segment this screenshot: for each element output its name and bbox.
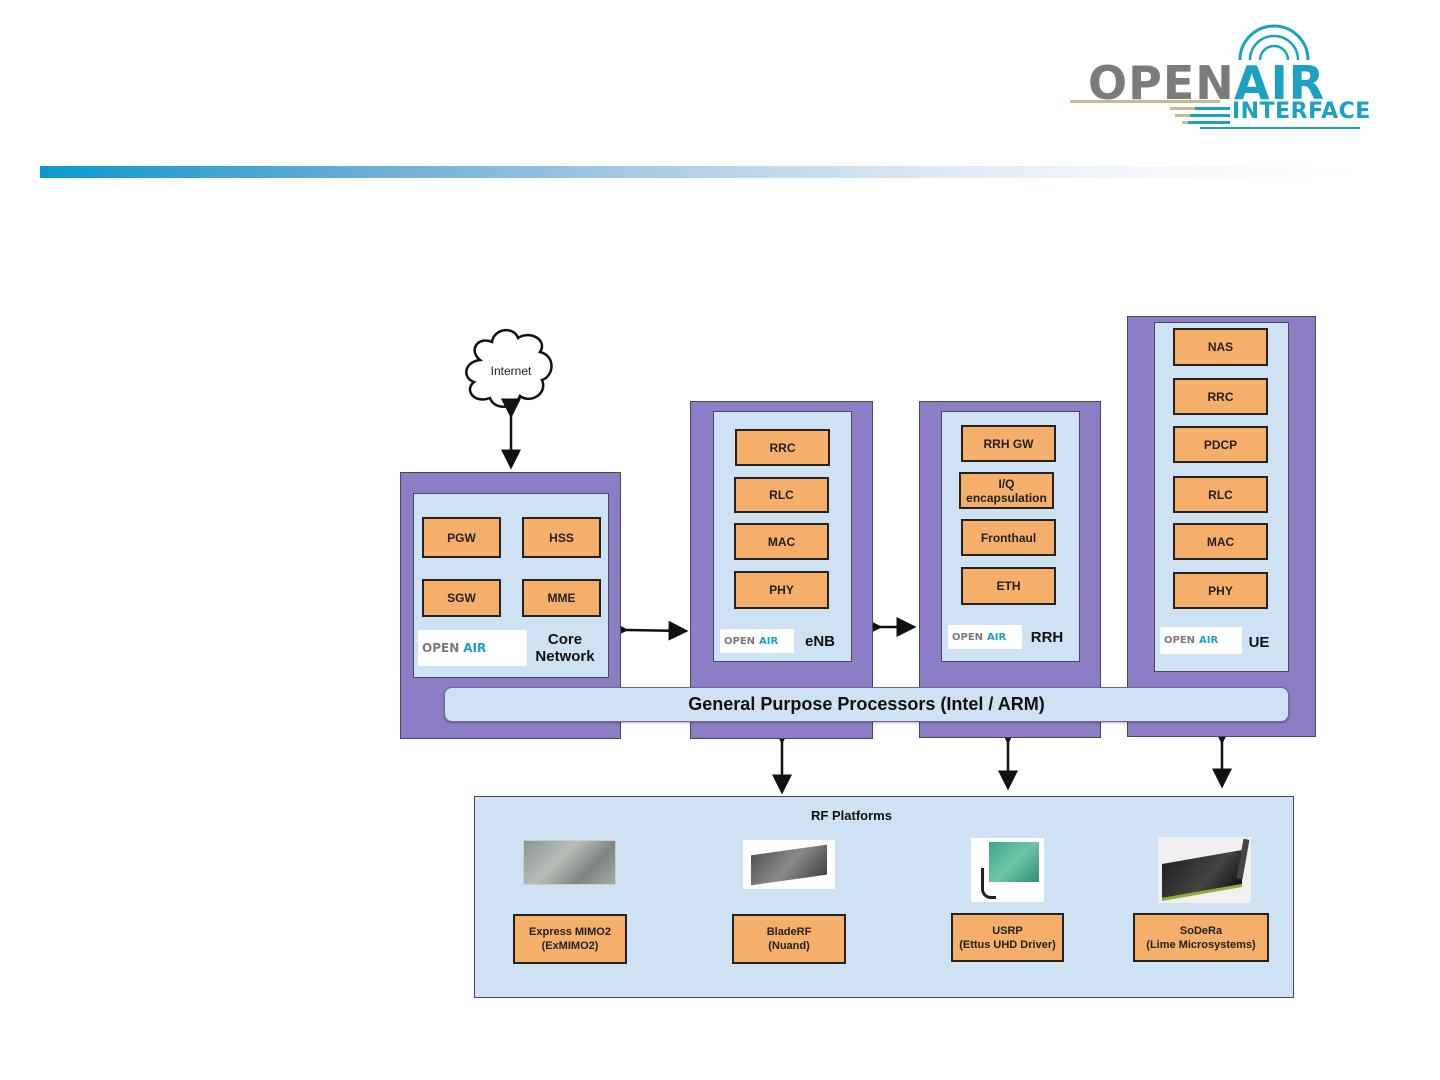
internet-cloud-icon [465,329,553,408]
logo-air-text: AIR [1234,56,1326,110]
mini-logo-air: AIR [1199,635,1219,646]
ue-module-mac: MAC [1173,523,1268,560]
core-network-label: Core Network [530,631,600,665]
rf-bladerf-name: BladeRF [766,926,812,938]
ue-label: UE [1248,634,1270,651]
rf-bladerf: BladeRF (Nuand) [732,914,846,964]
module-mme: MME [522,579,601,617]
rrh-mini-logo: OPEN AIR [948,625,1022,649]
ue-module-pdcp: PDCP [1173,426,1268,463]
logo-open-text: OPEN [1088,56,1235,110]
rf-exmimo2-sub: (ExMIMO2) [541,940,599,952]
mini-logo-open: OPEN [952,631,984,643]
bladerf-board-image [743,840,835,889]
signal-waves-icon [1070,24,1360,129]
rrh-module-fronthaul: Fronthaul [961,519,1056,556]
rf-sodera-name: SoDeRa [1179,924,1223,937]
gpp-bar: General Purpose Processors (Intel / ARM) [444,687,1289,722]
ue-mini-logo: OPEN AIR [1160,627,1242,654]
enb-module-phy: PHY [734,571,829,609]
rf-platforms-container [474,796,1294,998]
mini-logo-air: AIR [759,635,779,647]
sodera-board-image [1158,837,1251,903]
rf-sodera-sub: (Lime Microsystems) [1146,938,1256,951]
enb-module-rrc: RRC [735,429,830,466]
mini-logo-open: OPEN [422,641,460,655]
enb-module-mac: MAC [734,523,829,560]
ue-module-phy: PHY [1173,572,1268,609]
core-label-line1: Core [547,631,583,648]
exmimo2-board-image [523,840,616,885]
core-mini-logo: OPEN AIR [418,630,527,666]
rrh-module-gw: RRH GW [961,425,1056,462]
module-sgw: SGW [422,579,501,617]
rf-sodera: SoDeRa(Lime Microsystems) [1133,913,1269,962]
logo-interface-text: INTERFACE [1232,99,1371,124]
rf-usrp-sub: (Ettus UHD Driver) [959,938,1056,951]
usrp-board-image [971,838,1044,902]
mini-logo-open: OPEN [724,635,756,647]
enb-label: eNB [804,633,835,650]
enb-module-rlc: RLC [734,477,829,513]
mini-logo-air: AIR [463,641,487,655]
arrow-core-enb [608,619,689,641]
ue-module-rlc: RLC [1173,476,1268,513]
mini-logo-air: AIR [987,631,1007,643]
rrh-module-eth: ETH [961,567,1056,605]
header-gradient-bar [40,166,1365,178]
ue-module-nas: NAS [1173,328,1268,366]
rf-usrp-name: USRP [992,924,1023,937]
module-pgw: PGW [422,517,501,558]
rf-platforms-title: RF Platforms [811,808,892,823]
rf-exmimo2: Express MIMO2 (ExMIMO2) [513,914,627,964]
openair-logo [1070,15,1370,135]
ue-module-rrc: RRC [1173,378,1268,415]
module-hss: HSS [522,517,601,558]
rrh-module-iq: I/Q encapsulation [959,472,1054,509]
rrh-label: RRH [1030,629,1064,646]
rf-exmimo2-name: Express MIMO2 [529,926,611,938]
rf-usrp: USRP(Ettus UHD Driver) [951,913,1064,962]
enb-mini-logo: OPEN AIR [720,629,794,653]
core-label-line2: Network [535,648,595,665]
mini-logo-open: OPEN [1164,635,1196,646]
internet-label: Internet [490,364,532,378]
rf-bladerf-sub: (Nuand) [768,940,810,952]
